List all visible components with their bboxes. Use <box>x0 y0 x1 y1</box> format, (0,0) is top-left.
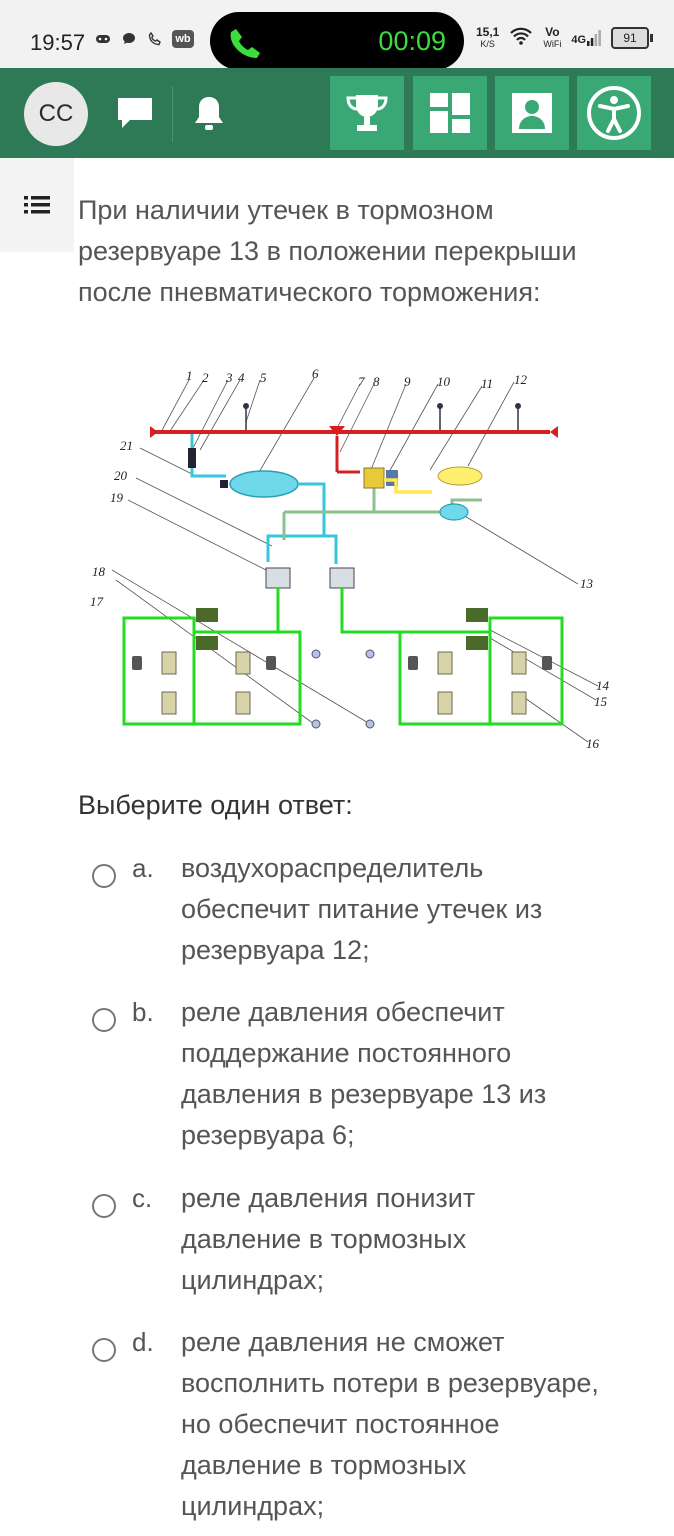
diagram-label: 2 <box>202 370 209 385</box>
net-speed: 15,1 K/S <box>476 25 500 49</box>
chat-bubble-icon <box>120 30 138 48</box>
wb-app-icon: wb <box>172 30 194 48</box>
answer-option-a[interactable]: a. воздухораспределитель обеспечит питан… <box>90 848 610 972</box>
option-text: реле давления понизит давление в тормозн… <box>181 1183 476 1295</box>
radio-button[interactable] <box>92 864 116 888</box>
diagram-label: 13 <box>580 576 594 591</box>
call-phone-icon <box>230 29 260 58</box>
diagram-label: 12 <box>514 372 528 387</box>
profile-card-icon <box>512 93 552 133</box>
messages-icon[interactable] <box>116 96 154 130</box>
diagram-label: 6 <box>312 366 319 381</box>
diagram-label: 21 <box>120 438 133 453</box>
course-index-toggle[interactable] <box>0 158 74 252</box>
list-icon <box>24 196 50 214</box>
diagram-label: 20 <box>114 468 128 483</box>
diagram-label: 17 <box>90 594 104 609</box>
question-text: При наличии утечек в тормозном резервуар… <box>78 195 577 307</box>
brake-system-diagram: 1 2 3 4 5 6 7 8 9 10 11 12 13 14 15 16 1… <box>90 366 610 751</box>
diagram-label: 11 <box>481 376 493 391</box>
status-notification-icons: wb <box>94 30 194 48</box>
nav-divider <box>172 86 173 142</box>
option-letter: c. <box>132 1183 153 1213</box>
dashboard-button[interactable] <box>413 76 487 150</box>
diagram-label: 10 <box>437 374 451 389</box>
notifications-bell-icon[interactable] <box>190 94 228 134</box>
option-text: реле давления обеспечит поддержание пост… <box>181 997 547 1150</box>
diagram-label: 15 <box>594 694 608 709</box>
diagram-label: 7 <box>358 374 365 389</box>
profile-card-button[interactable] <box>495 76 569 150</box>
achievements-button[interactable] <box>330 76 404 150</box>
battery-icon: 91 <box>611 27 654 49</box>
diagram-label: 5 <box>260 370 267 385</box>
radio-button[interactable] <box>92 1338 116 1362</box>
option-text: реле давления не сможет восполнить потер… <box>181 1327 599 1521</box>
trophy-icon <box>346 95 388 131</box>
status-system-icons: 15,1 K/S Vo WiFi 4G 91 <box>476 25 654 50</box>
answer-prompt: Выберите один ответ: <box>78 790 353 820</box>
option-text: воздухораспределитель обеспечит питание … <box>181 853 543 965</box>
radio-button[interactable] <box>92 1194 116 1218</box>
answer-option-c[interactable]: c. реле давления понизит давление в торм… <box>90 1178 610 1302</box>
diagram-label: 9 <box>404 374 411 389</box>
diagram-label: 16 <box>586 736 600 751</box>
phone-small-icon <box>146 30 164 48</box>
option-letter: d. <box>132 1327 154 1357</box>
diagram-label: 3 <box>225 370 233 385</box>
user-avatar[interactable]: CC <box>24 82 88 146</box>
dashboard-icon <box>430 93 470 133</box>
accessibility-button[interactable] <box>577 76 651 150</box>
diagram-label: 18 <box>92 564 106 579</box>
answer-option-b[interactable]: b. реле давления обеспечит поддержание п… <box>90 992 610 1156</box>
status-bar: 19:57 wb 00:09 15,1 K/S Vo WiFi 4G <box>0 0 674 70</box>
ongoing-call-pill[interactable]: 00:09 <box>210 12 464 70</box>
signal-bars-icon <box>587 30 601 46</box>
radio-button[interactable] <box>92 1008 116 1032</box>
diagram-label: 8 <box>373 374 380 389</box>
signal-indicator: 4G <box>571 30 601 46</box>
vowifi-indicator: Vo WiFi <box>543 25 562 49</box>
diagram-label: 19 <box>110 490 124 505</box>
option-letter: a. <box>132 853 154 883</box>
option-letter: b. <box>132 997 154 1027</box>
call-timer: 00:09 <box>378 26 446 56</box>
answer-option-d[interactable]: d. реле давления не сможет восполнить по… <box>90 1322 610 1528</box>
diagram-label: 14 <box>596 678 610 693</box>
accessibility-icon <box>587 86 641 140</box>
diagram-label: 1 <box>186 368 193 383</box>
wifi-icon <box>509 27 533 50</box>
status-time: 19:57 <box>30 30 86 55</box>
gamepad-icon <box>94 30 112 48</box>
diagram-label: 4 <box>238 370 245 385</box>
top-navigation: CC <box>0 68 674 158</box>
